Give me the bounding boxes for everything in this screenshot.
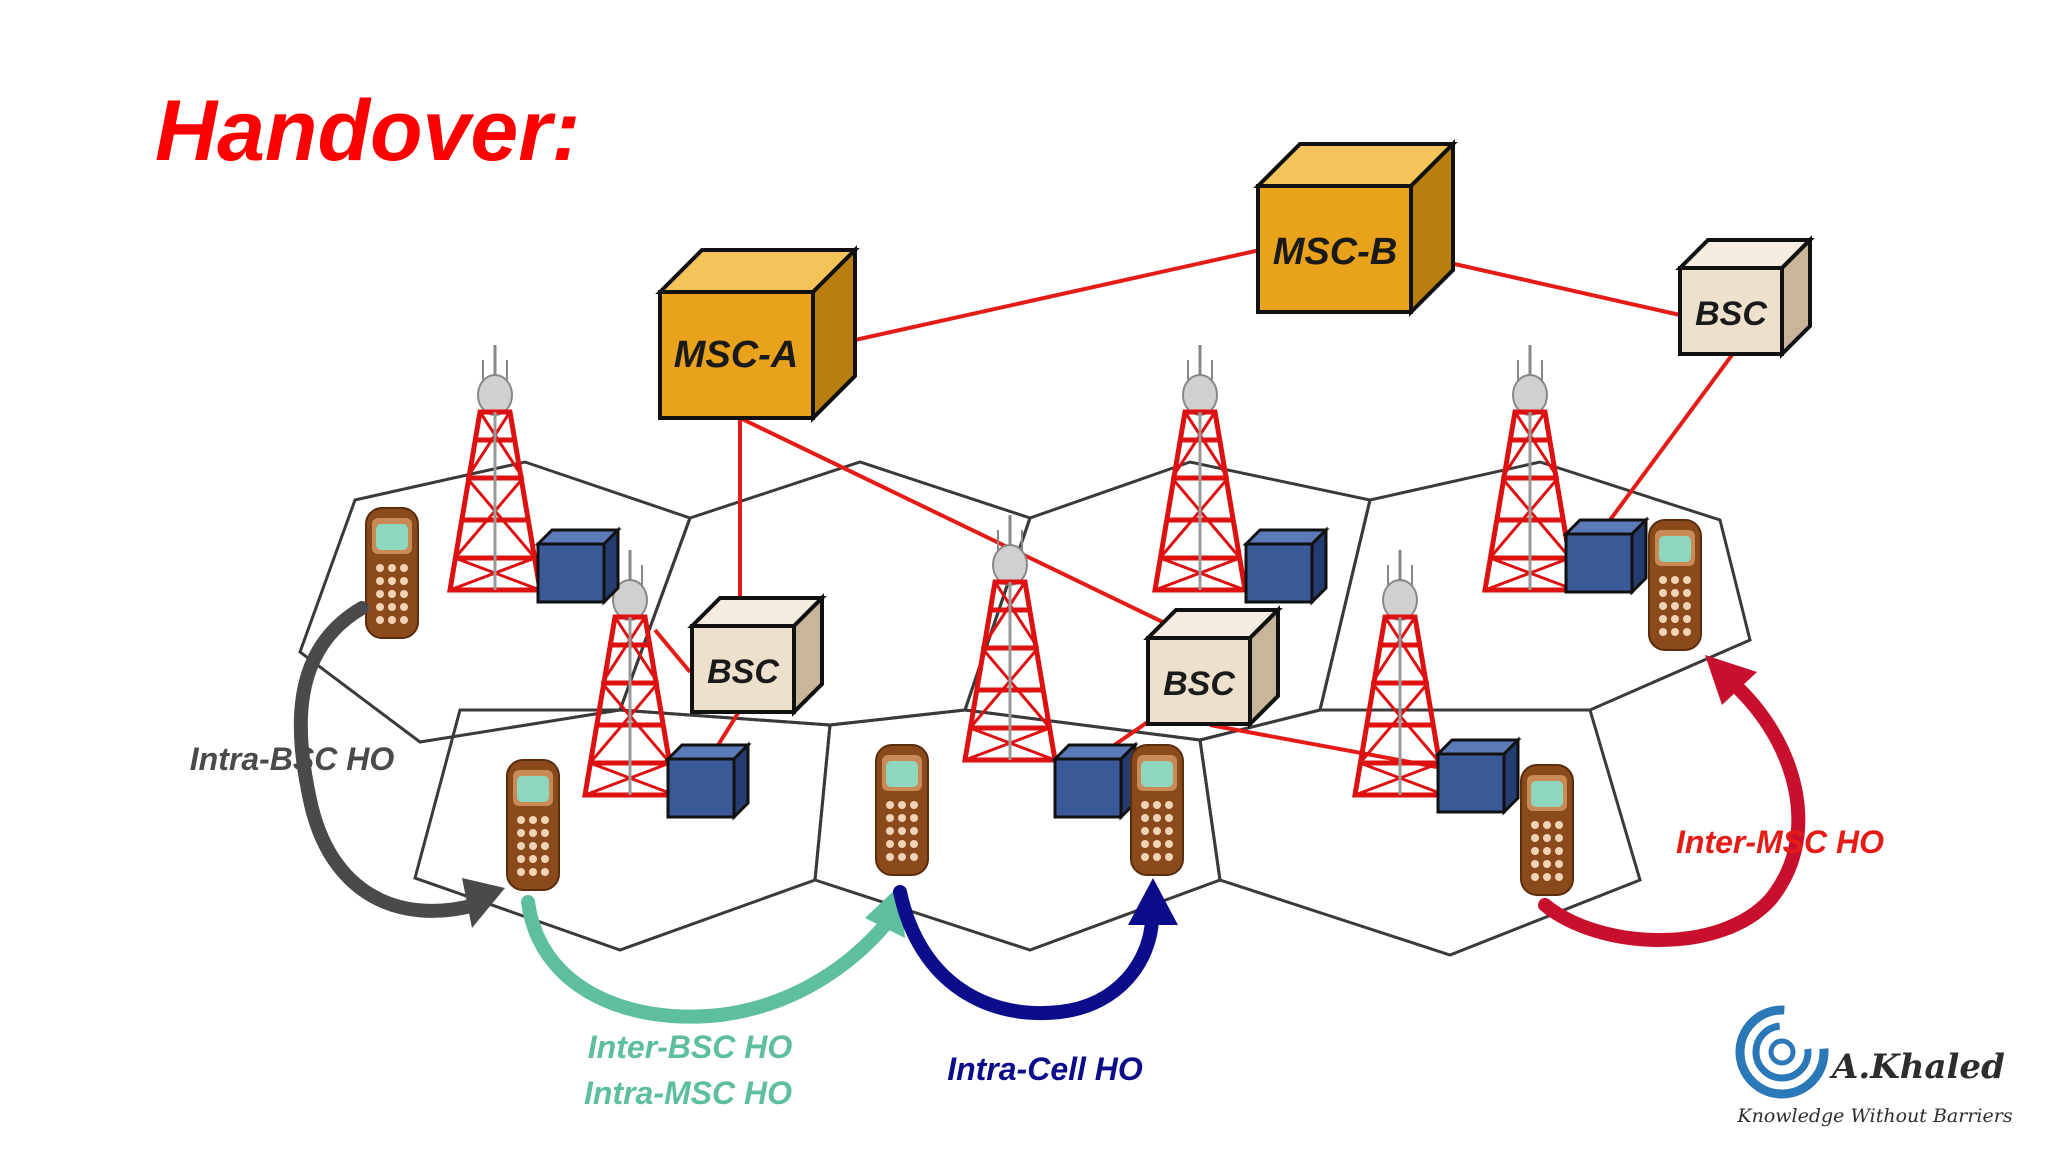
- phone-icon: [875, 744, 929, 876]
- handover-arrows: [293, 601, 1806, 1024]
- intra-bsc-arrowhead: [462, 878, 505, 928]
- tower-icon: [1155, 345, 1245, 590]
- link-msc-a-bsc-middle: [739, 416, 1201, 642]
- msc-a-node: MSC-A: [655, 245, 860, 423]
- logo-tagline: Knowledge Without Barriers: [1736, 1105, 2012, 1127]
- tower-icon: [450, 345, 540, 590]
- cell-7: [1198, 708, 1642, 957]
- bts-box-icon: [1564, 518, 1648, 594]
- bsc-left-label: BSC: [707, 653, 779, 691]
- bts-box-icon: [1244, 528, 1328, 604]
- intra-cell-arrow: [893, 885, 1159, 1020]
- bts-box-icon: [536, 528, 620, 604]
- inter-bsc-label: Inter-BSC HO: [588, 1029, 793, 1065]
- intra-msc-label: Intra-MSC HO: [584, 1075, 792, 1111]
- logo: A.Khaled Knowledge Without Barriers: [1735, 1005, 2013, 1127]
- phone-icon: [1130, 744, 1184, 876]
- intra-bsc-label: Intra-BSC HO: [190, 741, 395, 777]
- bsc-right-label: BSC: [1695, 295, 1767, 333]
- tower-icon: [965, 515, 1055, 760]
- bsc-left-node: BSC: [687, 593, 827, 717]
- inter-bsc-arrow: [521, 895, 892, 1024]
- link-msc-a-msc-b: [809, 248, 1261, 352]
- bsc-middle-label: BSC: [1163, 665, 1235, 703]
- phone-icon: [1520, 764, 1574, 896]
- msc-b-label: MSC-B: [1273, 231, 1398, 273]
- tower-icon: [1355, 550, 1445, 795]
- bsc-middle-node: BSC: [1143, 605, 1283, 729]
- bts-box-icon: [666, 743, 750, 819]
- intra-cell-label: Intra-Cell HO: [947, 1051, 1143, 1087]
- link-msc-b-bsc-right: [1414, 253, 1681, 317]
- logo-spiral-icon: [1735, 1005, 1829, 1099]
- intra-bsc-arrow: [293, 601, 482, 918]
- network-links: [653, 248, 1734, 777]
- phone-icon: [365, 507, 419, 639]
- link-bsc-right-bts: [1608, 353, 1734, 522]
- intra-cell-arrowhead: [1128, 878, 1178, 925]
- phone-icon: [506, 759, 560, 891]
- cell-grid: [298, 460, 1752, 957]
- bts-box-icon: [1436, 738, 1520, 814]
- handover-labels: Intra-BSC HO Inter-BSC HO Intra-MSC HO I…: [190, 741, 1884, 1111]
- bsc-right-node: BSC: [1675, 235, 1815, 359]
- inter-msc-arrowhead: [1705, 655, 1757, 705]
- link-bsc-left-bts: [713, 708, 742, 752]
- cell-2: [617, 460, 1032, 727]
- link-bsc-middle-bts-right: [1209, 723, 1481, 777]
- phone-icon: [1648, 519, 1702, 651]
- page-title: Handover:: [155, 83, 581, 179]
- bts-box-icon: [1053, 743, 1137, 819]
- inter-msc-label: Inter-MSC HO: [1676, 824, 1884, 860]
- logo-name: A.Khaled: [1829, 1047, 2005, 1087]
- msc-b-node: MSC-B: [1253, 139, 1458, 317]
- msc-a-label: MSC-A: [674, 334, 799, 376]
- inter-msc-arrow: [1538, 683, 1806, 947]
- link-bsc-left-tower: [653, 628, 692, 674]
